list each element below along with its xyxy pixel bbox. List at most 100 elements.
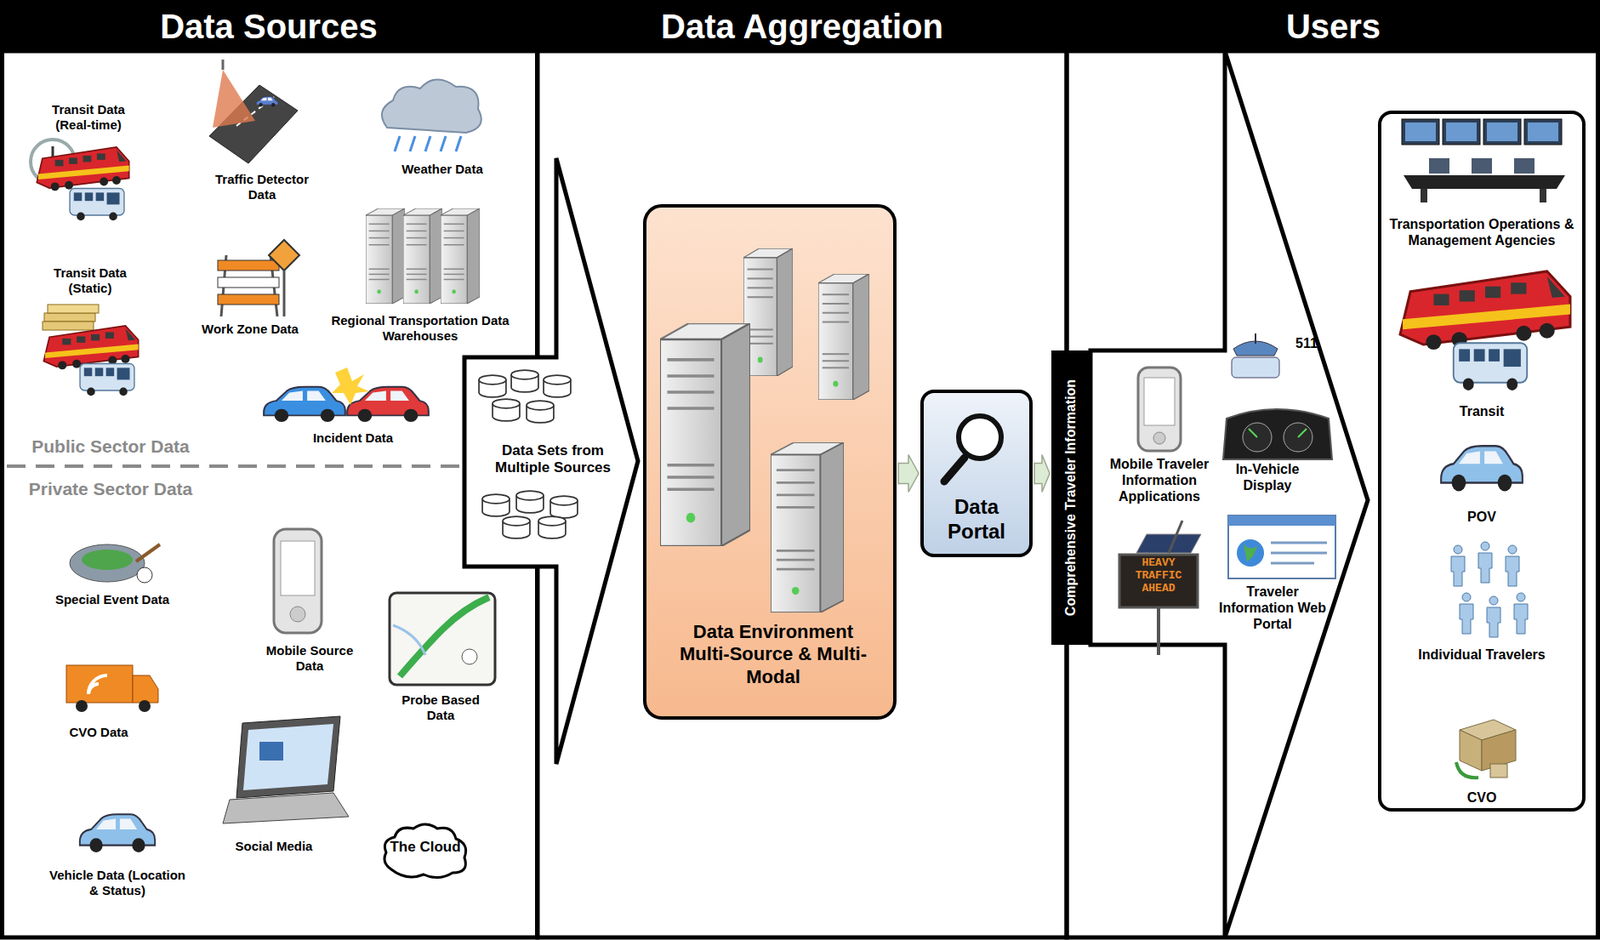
static-schedule-icon bbox=[42, 304, 139, 396]
block-arrow bbox=[1034, 455, 1050, 493]
message-sign-icon bbox=[1119, 520, 1202, 655]
transit-icon bbox=[1400, 271, 1571, 350]
probe-map-icon bbox=[389, 592, 496, 685]
control-room-icon bbox=[1539, 188, 1547, 203]
icon-label-slot: Probe Based Data bbox=[393, 692, 488, 724]
database-icon bbox=[550, 495, 578, 519]
icon-label: Mobile Source Data bbox=[258, 643, 361, 674]
stadium-icon bbox=[81, 549, 133, 570]
probe-map-icon bbox=[389, 592, 496, 685]
user-label-slot: Transportation Operations & Management A… bbox=[1383, 216, 1580, 249]
dashboard-icon bbox=[1298, 428, 1307, 438]
icon-label-slot: Traffic Detector Data bbox=[210, 171, 314, 203]
user-label: Individual Travelers bbox=[1396, 646, 1567, 663]
flow-chevron bbox=[464, 51, 1368, 938]
box-label: Data Portal bbox=[926, 495, 1027, 545]
phone-511-icon bbox=[1254, 333, 1257, 344]
weather-icon bbox=[440, 136, 446, 152]
web-portal-icon bbox=[1270, 541, 1327, 545]
message-sign-icon bbox=[1156, 607, 1161, 655]
control-room-icon bbox=[1405, 122, 1559, 142]
server-icon bbox=[403, 208, 443, 304]
column-header: Data Aggregation bbox=[537, 0, 1067, 53]
icon-label: Special Event Data bbox=[39, 592, 185, 608]
icon-label-slot: 511 bbox=[1287, 335, 1326, 352]
stadium-icon bbox=[136, 567, 153, 583]
web-portal-icon bbox=[1270, 542, 1327, 564]
column-header: Users bbox=[1066, 0, 1600, 53]
icon-label-slot: Public Sector Data bbox=[12, 435, 209, 457]
static-schedule-icon bbox=[47, 304, 99, 314]
weather-icon bbox=[394, 136, 462, 152]
mobile-icon bbox=[273, 529, 322, 633]
pov-icon bbox=[1440, 445, 1523, 491]
stadium-icon bbox=[136, 544, 160, 562]
traffic-detector-icon bbox=[222, 59, 225, 70]
column-header-slot: Data Sources bbox=[0, 0, 538, 53]
mobile-icon bbox=[280, 540, 315, 596]
icon-label: Traveler Information Web Portal bbox=[1217, 583, 1328, 633]
block-arrow bbox=[898, 455, 919, 493]
database-icon bbox=[478, 375, 507, 398]
transit-icon bbox=[1453, 342, 1527, 391]
database-icon bbox=[526, 400, 554, 423]
static-schedule-icon bbox=[79, 364, 135, 397]
stadium-icon bbox=[69, 544, 160, 583]
mobile-app-icon bbox=[1144, 377, 1175, 426]
icon-label-slot: Traveler Information Web Portal bbox=[1217, 583, 1328, 633]
database-icon bbox=[502, 516, 530, 539]
magnifier-icon bbox=[944, 415, 1002, 482]
user-label-slot: POV bbox=[1396, 508, 1567, 525]
icon-label-slot: Vehicle Data (Location & Status) bbox=[45, 867, 190, 899]
mobile-icon bbox=[290, 606, 306, 622]
server-icon bbox=[365, 208, 405, 304]
database-icon bbox=[482, 494, 510, 517]
cloud-shape: The Cloud bbox=[379, 819, 472, 882]
web-portal-icon bbox=[1228, 515, 1336, 526]
stadium-icon bbox=[69, 544, 145, 582]
web-portal-icon bbox=[1270, 562, 1315, 565]
truck-icon bbox=[138, 700, 151, 712]
icon-label-slot: HEAVY TRAFFIC AHEAD bbox=[1122, 557, 1195, 596]
box-label-slot: The Cloud bbox=[382, 838, 468, 856]
control-room-icon bbox=[1471, 158, 1492, 174]
laptop-icon bbox=[243, 723, 334, 791]
icon-label: HEAVY TRAFFIC AHEAD bbox=[1122, 557, 1195, 596]
truck-icon bbox=[66, 665, 159, 712]
mobile-app-icon bbox=[1138, 367, 1181, 451]
user-label: Transit bbox=[1396, 403, 1567, 420]
work-zone-icon bbox=[217, 294, 280, 305]
traffic-detector-icon bbox=[256, 96, 279, 107]
server-icon bbox=[440, 208, 480, 304]
vehicle-icon bbox=[79, 814, 155, 853]
user-label-slot: CVO bbox=[1396, 789, 1567, 806]
icon-label: CVO Data bbox=[47, 724, 150, 741]
icon-label-slot: CVO Data bbox=[47, 724, 150, 741]
laptop-icon bbox=[236, 716, 341, 798]
phone-511-icon bbox=[1231, 357, 1280, 378]
column-header: Data Sources bbox=[0, 0, 538, 53]
server-cluster-icon bbox=[660, 248, 870, 613]
icon-label-slot: Mobile Source Data bbox=[258, 643, 361, 674]
web-portal-icon bbox=[1236, 539, 1265, 567]
traveler-icon bbox=[1478, 541, 1492, 583]
traveler-icon bbox=[1486, 596, 1501, 638]
probe-map-icon bbox=[461, 649, 478, 665]
control-room-icon bbox=[1514, 158, 1535, 174]
magnifier-icon bbox=[958, 415, 1002, 459]
truck-icon bbox=[88, 675, 108, 695]
traveler-icon bbox=[1505, 545, 1520, 587]
control-room-icon bbox=[1420, 188, 1428, 203]
weather-icon bbox=[409, 136, 416, 152]
truck-icon bbox=[132, 675, 159, 703]
mobile-app-icon bbox=[1153, 432, 1166, 445]
server-cluster-icon bbox=[770, 442, 844, 613]
control-room-icon bbox=[1483, 119, 1521, 145]
probe-map-icon bbox=[392, 625, 426, 655]
dashboard-icon bbox=[1242, 422, 1272, 452]
column-frame bbox=[2, 51, 538, 938]
icon-label: In-Vehicle Display bbox=[1220, 461, 1315, 494]
truck-icon bbox=[75, 700, 88, 712]
control-room-icon bbox=[1405, 122, 1436, 142]
